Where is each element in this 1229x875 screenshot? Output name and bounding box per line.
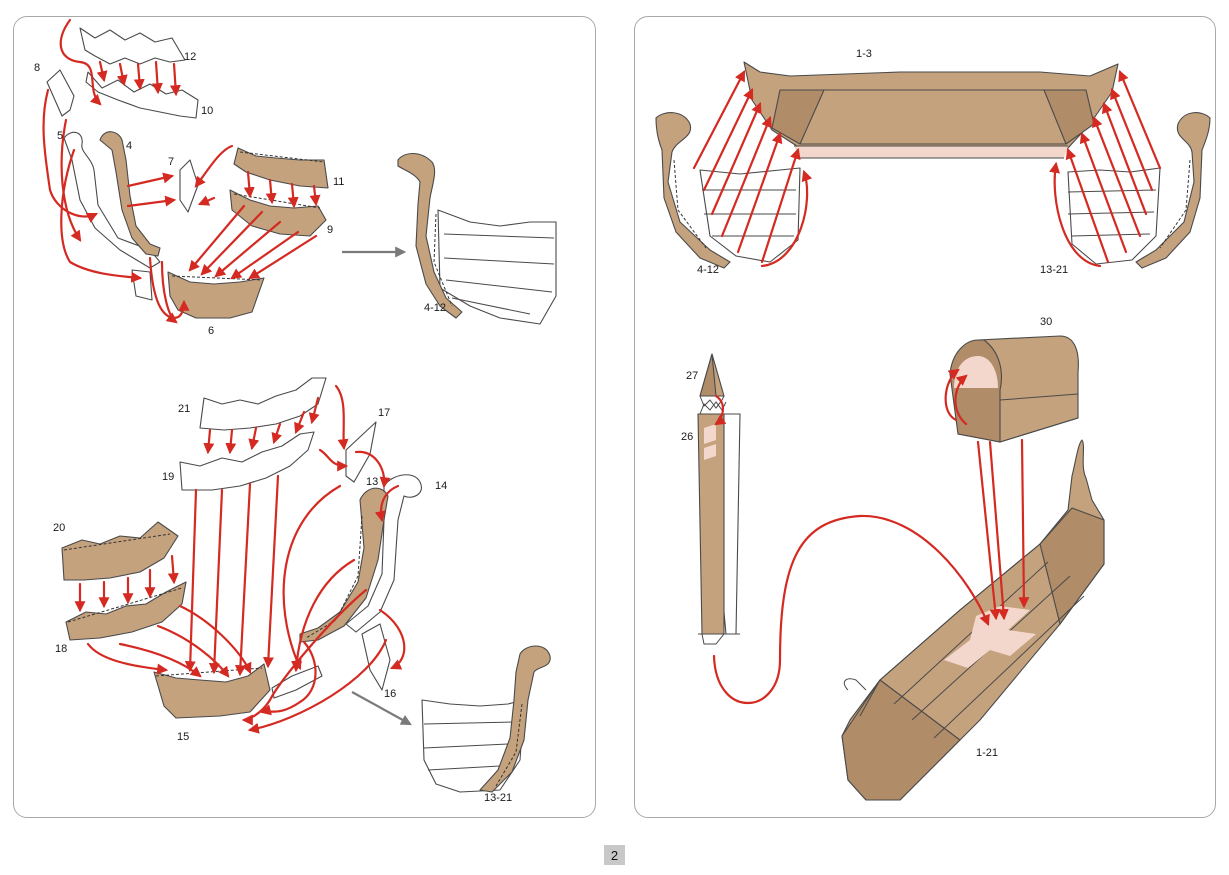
part-14 (345, 474, 422, 633)
label-14: 14 (435, 480, 447, 492)
label-16: 16 (384, 688, 396, 700)
label-10: 10 (201, 105, 213, 117)
label-27: 27 (686, 370, 698, 382)
label-11: 11 (333, 176, 344, 188)
label-4: 4 (126, 140, 132, 152)
mast (697, 353, 741, 645)
arrows-hull-1-3 (692, 69, 1162, 268)
result-13-21 (421, 645, 551, 793)
label-4-12-left-panel: 4-12 (424, 302, 446, 314)
ship-1-21 (841, 439, 1105, 801)
label-20: 20 (53, 522, 65, 534)
part-15 (153, 663, 271, 719)
result-4-12 (397, 152, 557, 325)
part-6 (167, 271, 265, 319)
label-9: 9 (327, 224, 333, 236)
part-13 (299, 487, 389, 643)
part-20 (61, 521, 179, 581)
part-19 (179, 431, 315, 491)
label-12: 12 (184, 51, 196, 63)
part-11 (233, 147, 329, 189)
group-parts-4-12 (42, 18, 557, 325)
arrows-final-assembly (712, 368, 1030, 705)
label-30: 30 (1040, 316, 1052, 328)
label-5: 5 (57, 130, 63, 142)
hull-half-4-12 (655, 112, 801, 269)
label-19: 19 (162, 471, 174, 483)
arrows-parts-4-12 (42, 18, 321, 324)
group-parts-13-21 (61, 377, 551, 793)
label-21: 21 (178, 403, 190, 415)
arrows-parts-13-21 (74, 384, 406, 734)
label-13-21-right-panel: 13-21 (1040, 264, 1068, 276)
label-26: 26 (681, 431, 693, 443)
page-number: 2 (604, 845, 625, 865)
label-6: 6 (208, 325, 214, 337)
part-21 (199, 377, 327, 431)
part-7 (179, 159, 199, 213)
part-12 (79, 27, 186, 65)
part-18 (65, 581, 187, 641)
part-8 (46, 69, 75, 117)
part-4 (99, 131, 161, 257)
mast-slot (944, 606, 1036, 668)
group-hull-1-3 (655, 61, 1211, 269)
label-7: 7 (168, 156, 174, 168)
label-8: 8 (34, 62, 40, 74)
label-4-12-right-panel: 4-12 (697, 264, 719, 276)
label-13: 13 (366, 476, 378, 488)
label-15: 15 (177, 731, 189, 743)
label-1-21: 1-21 (976, 747, 998, 759)
part-9 (229, 189, 327, 237)
label-13-21-left-panel: 13-21 (484, 792, 512, 804)
part-labels: 1-3 4-12 13-21 30 27 26 1-21 12 8 10 5 4… (34, 48, 1068, 804)
result-arrow-13-21 (351, 691, 412, 726)
label-1-3: 1-3 (856, 48, 872, 60)
label-17: 17 (378, 407, 390, 419)
label-18: 18 (55, 643, 67, 655)
hull-half-13-21 (1067, 112, 1211, 269)
cabin-30 (949, 335, 1079, 443)
group-final-assembly (697, 335, 1105, 801)
